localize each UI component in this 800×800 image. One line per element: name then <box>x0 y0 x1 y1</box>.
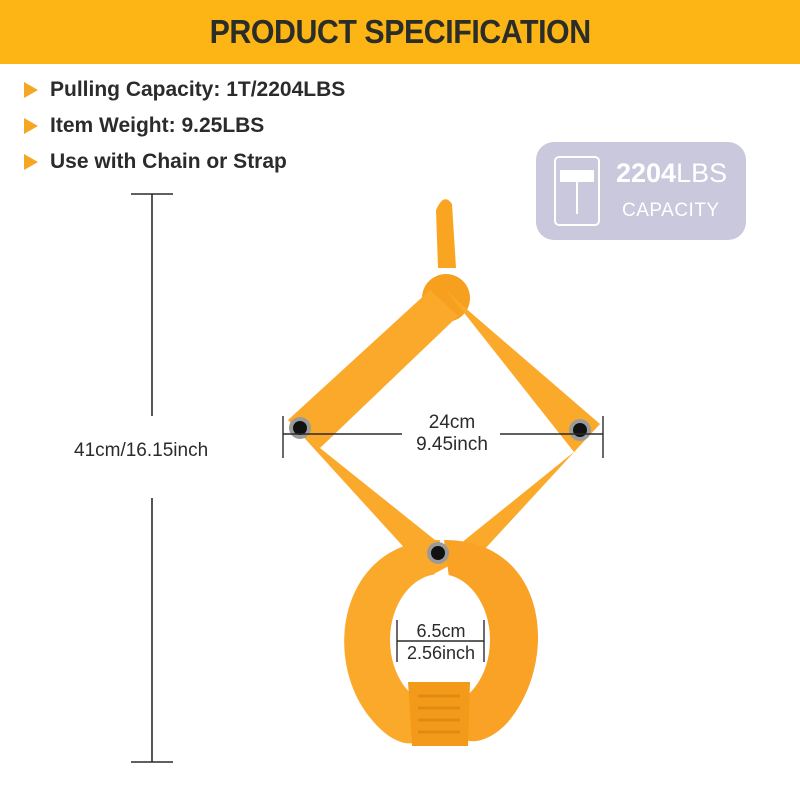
spec-label: Item Weight: 9.25LBS <box>50 114 265 137</box>
height-dimension-line <box>131 193 173 763</box>
capacity-label: CAPACITY <box>622 200 720 221</box>
clamp-jaws <box>344 540 539 746</box>
t-weight-icon <box>554 156 600 226</box>
width-dimension-label: 24cm 9.45inch <box>416 412 488 455</box>
jaw-dimension-label: 6.5cm 2.56inch <box>406 621 476 663</box>
spec-item-usage: Use with Chain or Strap <box>24 144 345 180</box>
triangle-bullet-icon <box>24 118 38 134</box>
page-title: PRODUCT SPECIFICATION <box>209 13 591 50</box>
capacity-badge: 2204LBS CAPACITY <box>536 142 746 240</box>
triangle-bullet-icon <box>24 154 38 170</box>
height-dimension-label: 41cm/16.15inch <box>74 440 209 461</box>
width-dimension-line <box>282 416 604 458</box>
spec-item-capacity: Pulling Capacity: 1T/2204LBS <box>24 72 345 108</box>
spec-item-weight: Item Weight: 9.25LBS <box>24 108 345 144</box>
scissor-arms <box>288 290 600 576</box>
spec-list: Pulling Capacity: 1T/2204LBS Item Weight… <box>24 72 345 180</box>
spec-label: Use with Chain or Strap <box>50 150 287 173</box>
jaw-dimension-line <box>396 620 485 662</box>
triangle-bullet-icon <box>24 82 38 98</box>
capacity-value: 2204LBS <box>616 158 728 188</box>
spec-label: Pulling Capacity: 1T/2204LBS <box>50 78 346 101</box>
header-banner: PRODUCT SPECIFICATION <box>0 0 800 64</box>
